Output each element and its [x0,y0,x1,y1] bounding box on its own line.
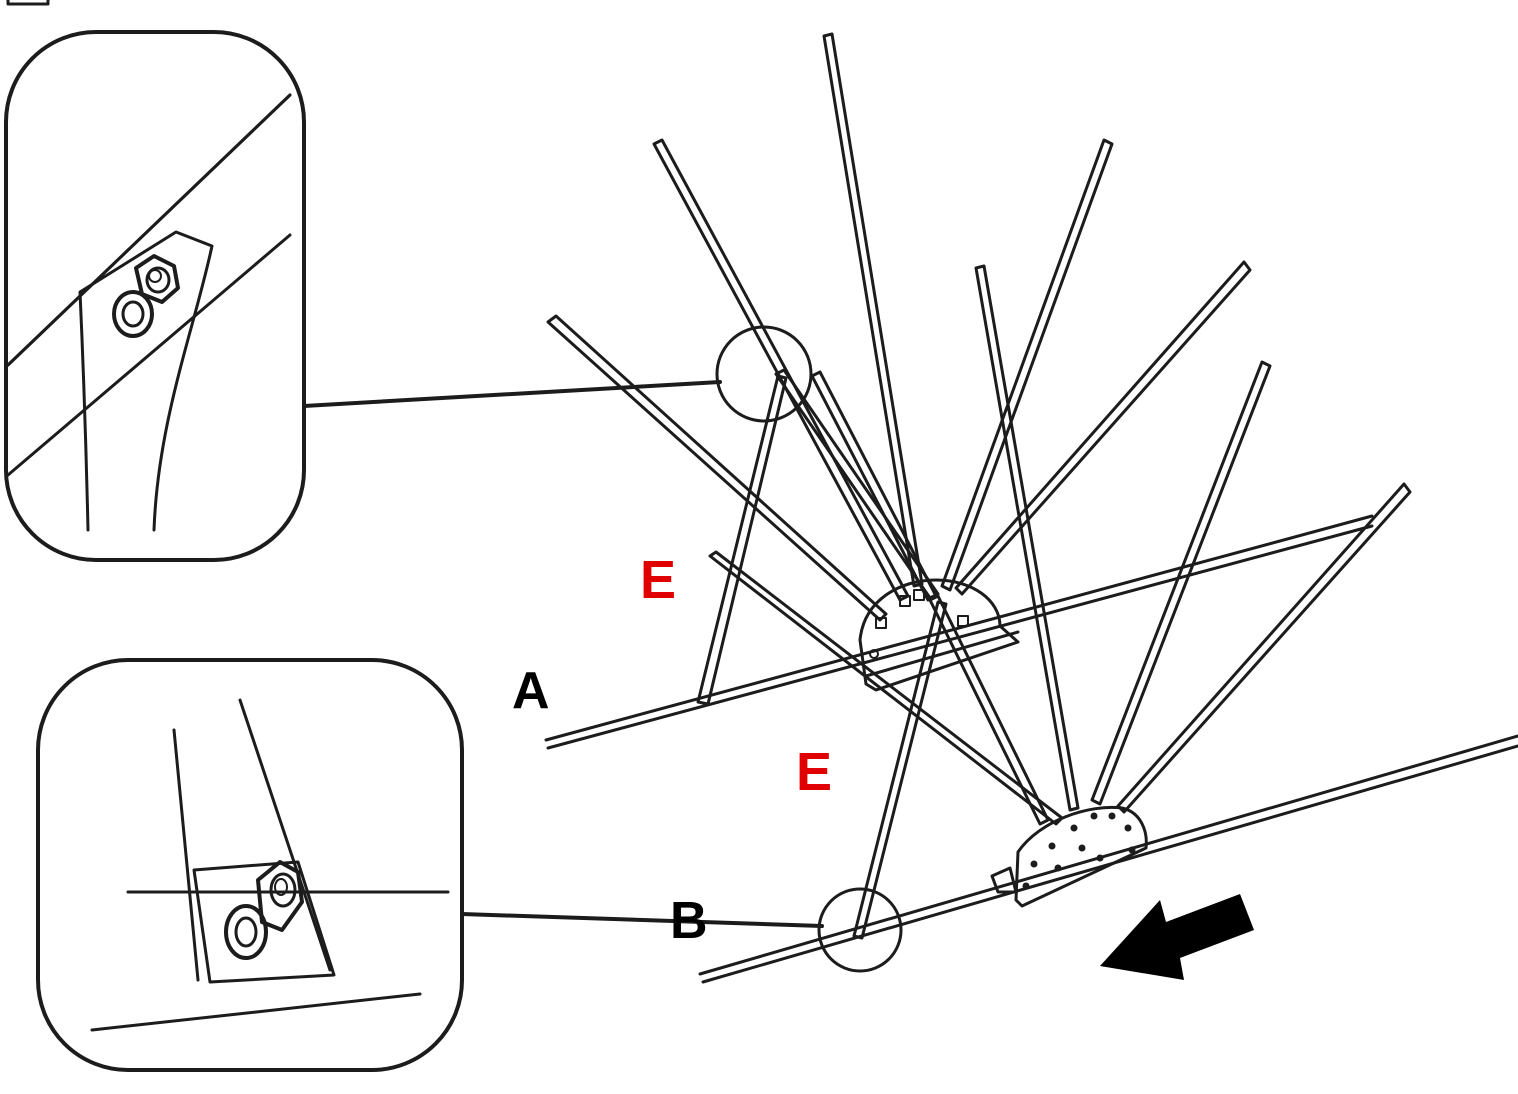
detail-inset-lower [36,658,464,1072]
bolt-nut-detail-icon [224,860,304,960]
spikes-lower-cluster [708,264,1412,940]
detail-inset-upper [4,30,306,562]
label-b: B [670,892,708,950]
leader-line-lower [460,912,824,928]
detail-frame-lower [36,658,464,1072]
base-rail-a [544,514,1374,750]
spikes-upper-cluster [546,32,1252,706]
label-e-upper: E [640,550,676,610]
label-e-lower: E [796,742,832,802]
label-a: A [512,662,550,720]
corner-mark [6,0,50,6]
bracket-lower [990,805,1148,908]
spike-assembly [544,32,1518,984]
leader-line-upper [302,380,722,408]
detail-content-upper [6,93,292,532]
bracket-upper [858,578,1020,692]
callout-circle-lower [817,887,903,973]
arrow-down-left-icon [1100,894,1254,980]
detail-content-lower [90,698,450,1032]
detail-frame-upper [4,30,306,562]
bolt-nut-detail-icon [112,254,180,338]
